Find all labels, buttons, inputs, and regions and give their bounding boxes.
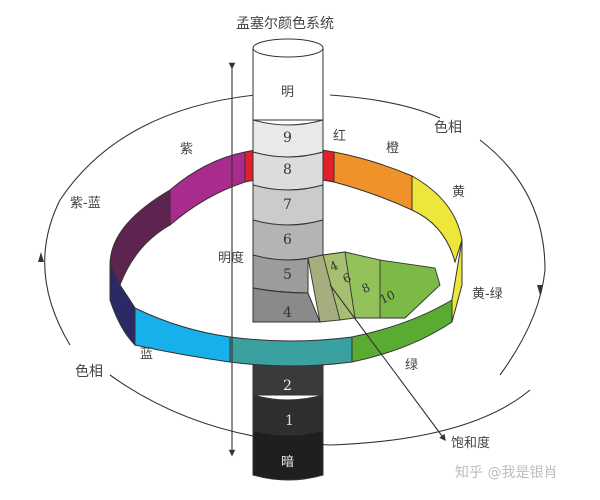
level-8: 8 xyxy=(283,162,292,178)
level-6: 6 xyxy=(283,232,292,248)
level-7: 7 xyxy=(283,197,292,213)
hue-ring-back xyxy=(109,149,463,287)
watermark: 知乎 @我是银肖 xyxy=(455,464,557,481)
chroma-wedge xyxy=(307,251,441,323)
hue-label-orange: 橙 xyxy=(386,141,399,156)
level-4: 4 xyxy=(283,305,292,321)
cylinder-top-label: 明 xyxy=(281,85,294,100)
chroma-step-10: 10 xyxy=(378,288,398,307)
chroma-arrow xyxy=(329,284,446,442)
hue-orbit xyxy=(44,94,546,446)
level-2: 2 xyxy=(283,378,292,394)
level-9: 9 xyxy=(283,130,292,146)
hue-orbit-label-top: 色相 xyxy=(434,119,462,136)
hue-ring-front xyxy=(109,239,463,367)
hue-orbit-label-bottom: 色相 xyxy=(75,363,103,380)
cylinder-bottom-label: 暗 xyxy=(281,455,294,470)
hue-label-purple-blue: 紫-蓝 xyxy=(70,196,101,211)
hue-label-yellow-green: 黄-绿 xyxy=(472,287,503,302)
value-axis-label: 明度 xyxy=(218,250,244,266)
chroma-label: 饱和度 xyxy=(451,435,490,451)
hue-label-green: 绿 xyxy=(405,358,418,373)
diagram-title: 孟塞尔颜色系统 xyxy=(236,15,334,32)
hue-label-yellow: 黄 xyxy=(452,185,465,200)
hue-label-blue: 蓝 xyxy=(140,347,153,362)
hue-orbit-arrow-right xyxy=(537,285,543,295)
hue-label-red: 红 xyxy=(333,128,346,144)
level-1: 1 xyxy=(285,413,294,429)
level-5: 5 xyxy=(283,267,292,283)
hue-orbit-arrow-left xyxy=(38,252,44,262)
hue-label-purple: 紫 xyxy=(180,142,193,157)
